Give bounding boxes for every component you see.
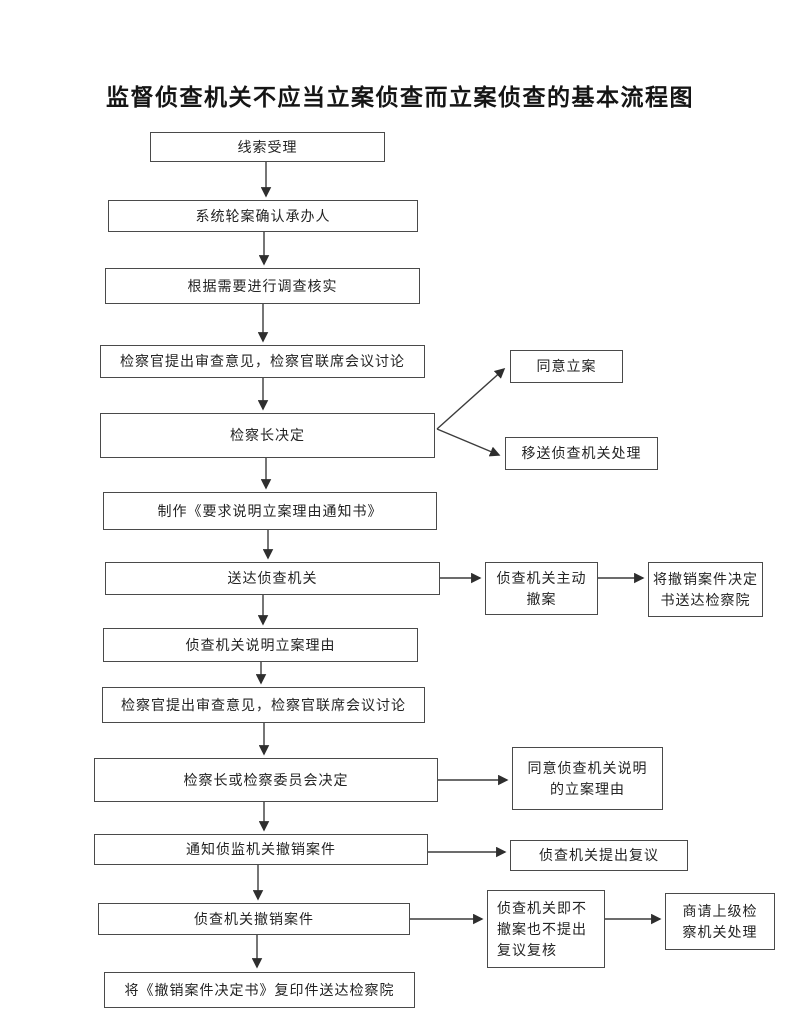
node-deliver-decision-copy: 将《撤销案件决定书》复印件送达检察院 xyxy=(104,972,415,1008)
flowchart-title: 监督侦查机关不应当立案侦查而立案侦查的基本流程图 xyxy=(106,84,694,110)
node-agree-to-file: 同意立案 xyxy=(510,350,623,383)
node-agree-with-filing-reasons: 同意侦查机关说明 的立案理由 xyxy=(512,747,663,810)
node-consult-superior-procuratorate: 商请上级检 察机关处理 xyxy=(665,893,775,950)
node-chief-or-committee-decision: 检察长或检察委员会决定 xyxy=(94,758,438,802)
arrow-chief1-transfer xyxy=(436,428,501,457)
node-clue-acceptance: 线索受理 xyxy=(150,132,385,162)
node-organ-explains-reasons: 侦查机关说明立案理由 xyxy=(103,628,418,662)
node-make-notice-document: 制作《要求说明立案理由通知书》 xyxy=(103,492,437,530)
node-deliver-to-investigation-organ: 送达侦查机关 xyxy=(105,562,440,595)
node-system-assign-handler: 系统轮案确认承办人 xyxy=(108,200,418,232)
node-send-withdrawal-decision: 将撤销案件决定 书送达检察院 xyxy=(648,562,763,617)
node-organ-requests-reconsideration: 侦查机关提出复议 xyxy=(510,840,688,871)
node-chief-prosecutor-decision: 检察长决定 xyxy=(100,413,435,458)
node-transfer-to-investigation-organ: 移送侦查机关处理 xyxy=(505,437,658,470)
node-prosecutor-review-2: 检察官提出审查意见，检察官联席会议讨论 xyxy=(102,687,425,723)
node-voluntary-case-withdrawal: 侦查机关主动 撤案 xyxy=(485,562,598,615)
node-prosecutor-review-1: 检察官提出审查意见，检察官联席会议讨论 xyxy=(100,345,425,378)
arrow-chief1-agreefile xyxy=(436,367,506,430)
node-organ-withdraws-case: 侦查机关撤销案件 xyxy=(98,903,410,935)
node-neither-withdraw-nor-reconsider: 侦查机关即不 撤案也不提出 复议复核 xyxy=(487,890,605,968)
node-investigate-verify: 根据需要进行调查核实 xyxy=(105,268,420,304)
node-notify-withdraw-case: 通知侦监机关撤销案件 xyxy=(94,834,428,865)
